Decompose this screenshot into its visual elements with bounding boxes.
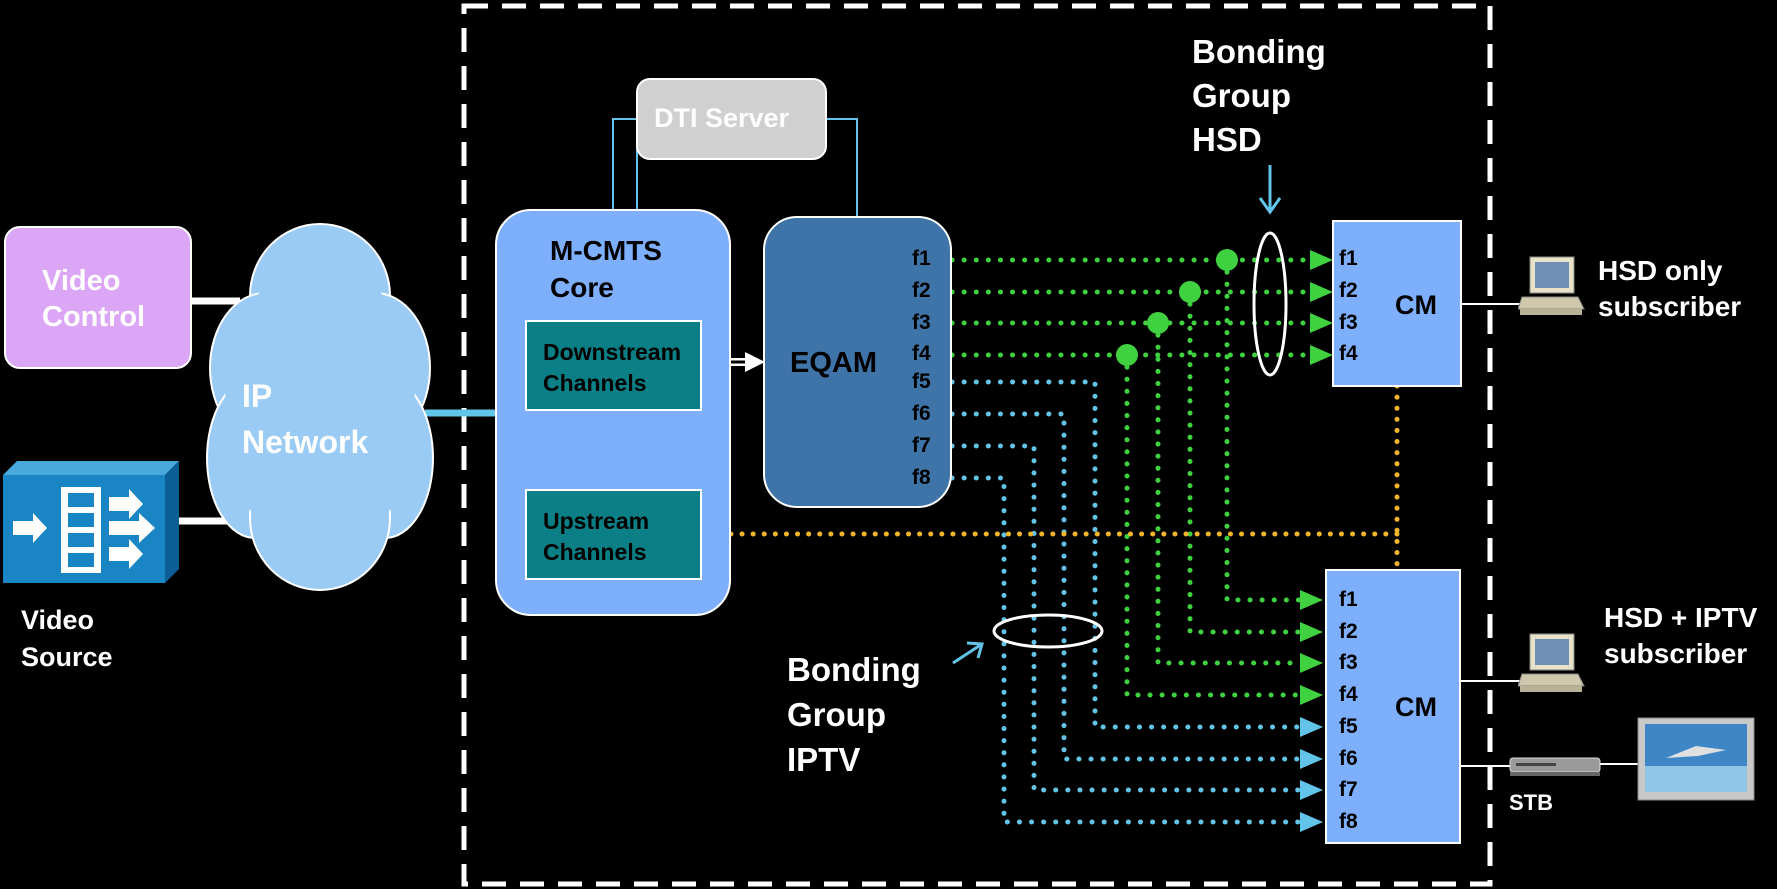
cm-top-freq: f1 — [1339, 247, 1358, 270]
iptv-cyan-paths — [949, 379, 1303, 825]
eqam-freq: f1 — [912, 247, 931, 270]
eqam-freq: f6 — [912, 402, 931, 425]
m-cmts-boundary — [461, 3, 1493, 887]
cm-bottom-label: CM — [1395, 692, 1437, 722]
dti-server-label: DTI Server — [654, 103, 790, 133]
cable-modem-bottom — [1325, 569, 1461, 844]
downstream-channels-box — [525, 320, 702, 411]
bonding-group-hsd-oval — [1252, 231, 1288, 377]
eqam-freq: f2 — [912, 279, 931, 302]
cm-bottom-freq: f4 — [1339, 683, 1358, 706]
dti-line-core — [612, 118, 640, 210]
eqam-freq: f7 — [912, 434, 931, 457]
cm-bottom-freq: f7 — [1339, 778, 1358, 801]
eqam-box — [763, 216, 952, 508]
cyan-arrowheads — [1300, 717, 1323, 832]
upstream-channels-box — [525, 489, 702, 580]
cm-top-freq: f3 — [1339, 311, 1358, 334]
iptv-pointer-arrow — [952, 641, 984, 665]
eqam-freq: f5 — [912, 370, 931, 393]
set-top-box-icon — [1509, 757, 1601, 776]
stb-label: STB — [1509, 790, 1553, 815]
cm-bottom-freq: f3 — [1339, 651, 1358, 674]
cm-top-label: CM — [1395, 290, 1437, 320]
cm-bottom-freq: f8 — [1339, 810, 1358, 833]
computer-icon — [1518, 633, 1585, 692]
hsd-green-paths — [949, 257, 1311, 698]
computer-icon — [1518, 256, 1585, 315]
split-dots — [1116, 249, 1238, 366]
cm-bottom-freq: f5 — [1339, 715, 1358, 738]
dti-line-eqam — [826, 118, 858, 218]
dti-server-box — [636, 78, 827, 160]
ip-network-cloud — [206, 223, 434, 591]
video-source-icon — [3, 461, 179, 583]
green-arrowheads — [1300, 250, 1333, 705]
television-icon — [1637, 717, 1755, 801]
cm-top-freq: f2 — [1339, 279, 1358, 302]
bonding-group-iptv-oval — [992, 613, 1104, 649]
eqam-label: EQAM — [790, 347, 877, 379]
video-control-box — [4, 226, 192, 369]
cable-modem-top — [1332, 220, 1462, 387]
eqam-freq: f8 — [912, 466, 931, 489]
cm-bottom-freq: f1 — [1339, 588, 1358, 611]
eqam-freq: f4 — [912, 342, 931, 365]
hsd-pointer-arrow — [1258, 165, 1282, 215]
cm-bottom-freq: f2 — [1339, 620, 1358, 643]
cm-top-freq: f4 — [1339, 342, 1358, 365]
eqam-freq: f3 — [912, 311, 931, 334]
cm-bottom-freq: f6 — [1339, 747, 1358, 770]
